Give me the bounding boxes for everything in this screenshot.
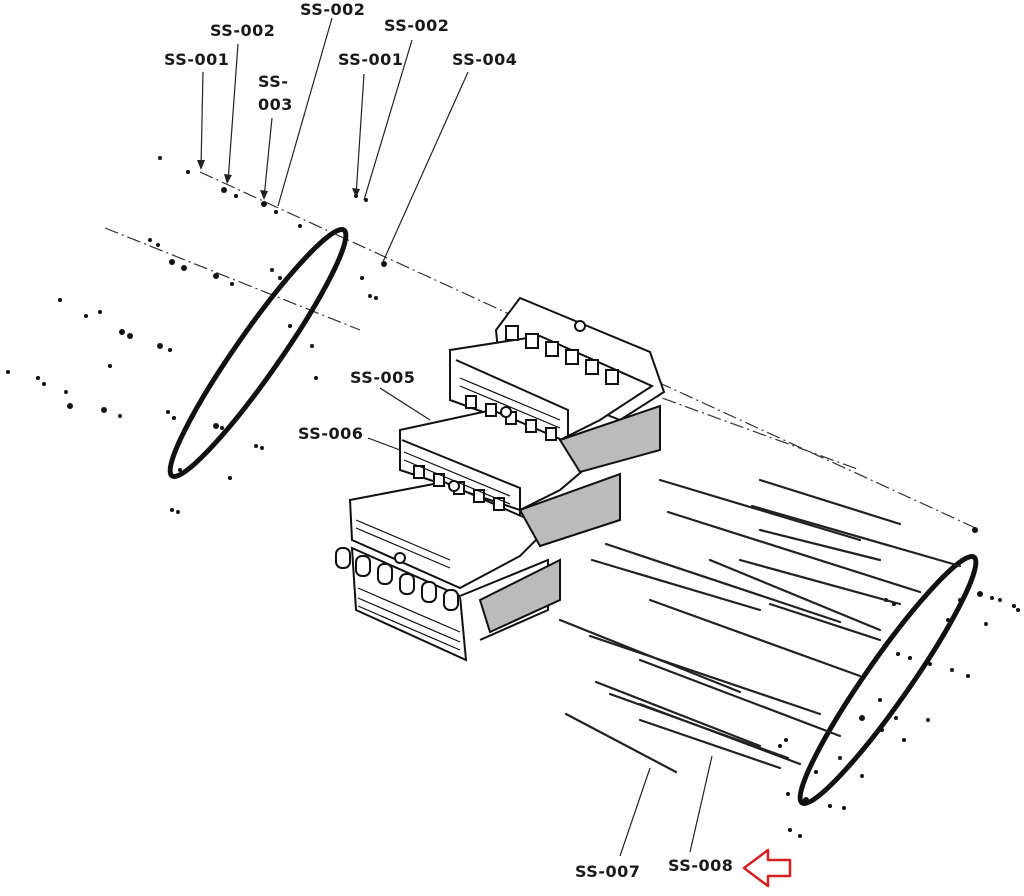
label-ss-002-a: SS-002 <box>210 21 276 40</box>
leader-lines <box>200 17 713 857</box>
label-ss-004: SS-004 <box>452 50 518 69</box>
rods-group <box>558 478 962 774</box>
label-ss-001-right: SS-001 <box>338 50 404 69</box>
label-ss-007: SS-007 <box>575 862 641 881</box>
center-axis-line <box>199 171 981 531</box>
leader-arrowheads <box>197 160 360 200</box>
left-end-ring <box>167 226 349 480</box>
label-ss-003-line2: 003 <box>258 95 293 114</box>
right-end-ring <box>797 553 979 807</box>
label-ss-001-left: SS-001 <box>164 50 230 69</box>
label-ss-002-b: SS-002 <box>300 0 366 19</box>
label-ss-003-line1: SS- <box>258 72 289 91</box>
highlight-arrow-icon <box>742 848 792 888</box>
conveyor-module-stack <box>335 296 666 662</box>
label-ss-005: SS-005 <box>350 368 416 387</box>
label-ss-008: SS-008 <box>668 856 734 875</box>
secondary-axis-line <box>104 227 361 331</box>
label-ss-006: SS-006 <box>298 424 364 443</box>
left-hardware-dots <box>6 156 387 514</box>
right-hardware-dots <box>778 527 1020 838</box>
axis-to-right-ring <box>639 389 861 471</box>
label-ss-002-c: SS-002 <box>384 16 450 35</box>
